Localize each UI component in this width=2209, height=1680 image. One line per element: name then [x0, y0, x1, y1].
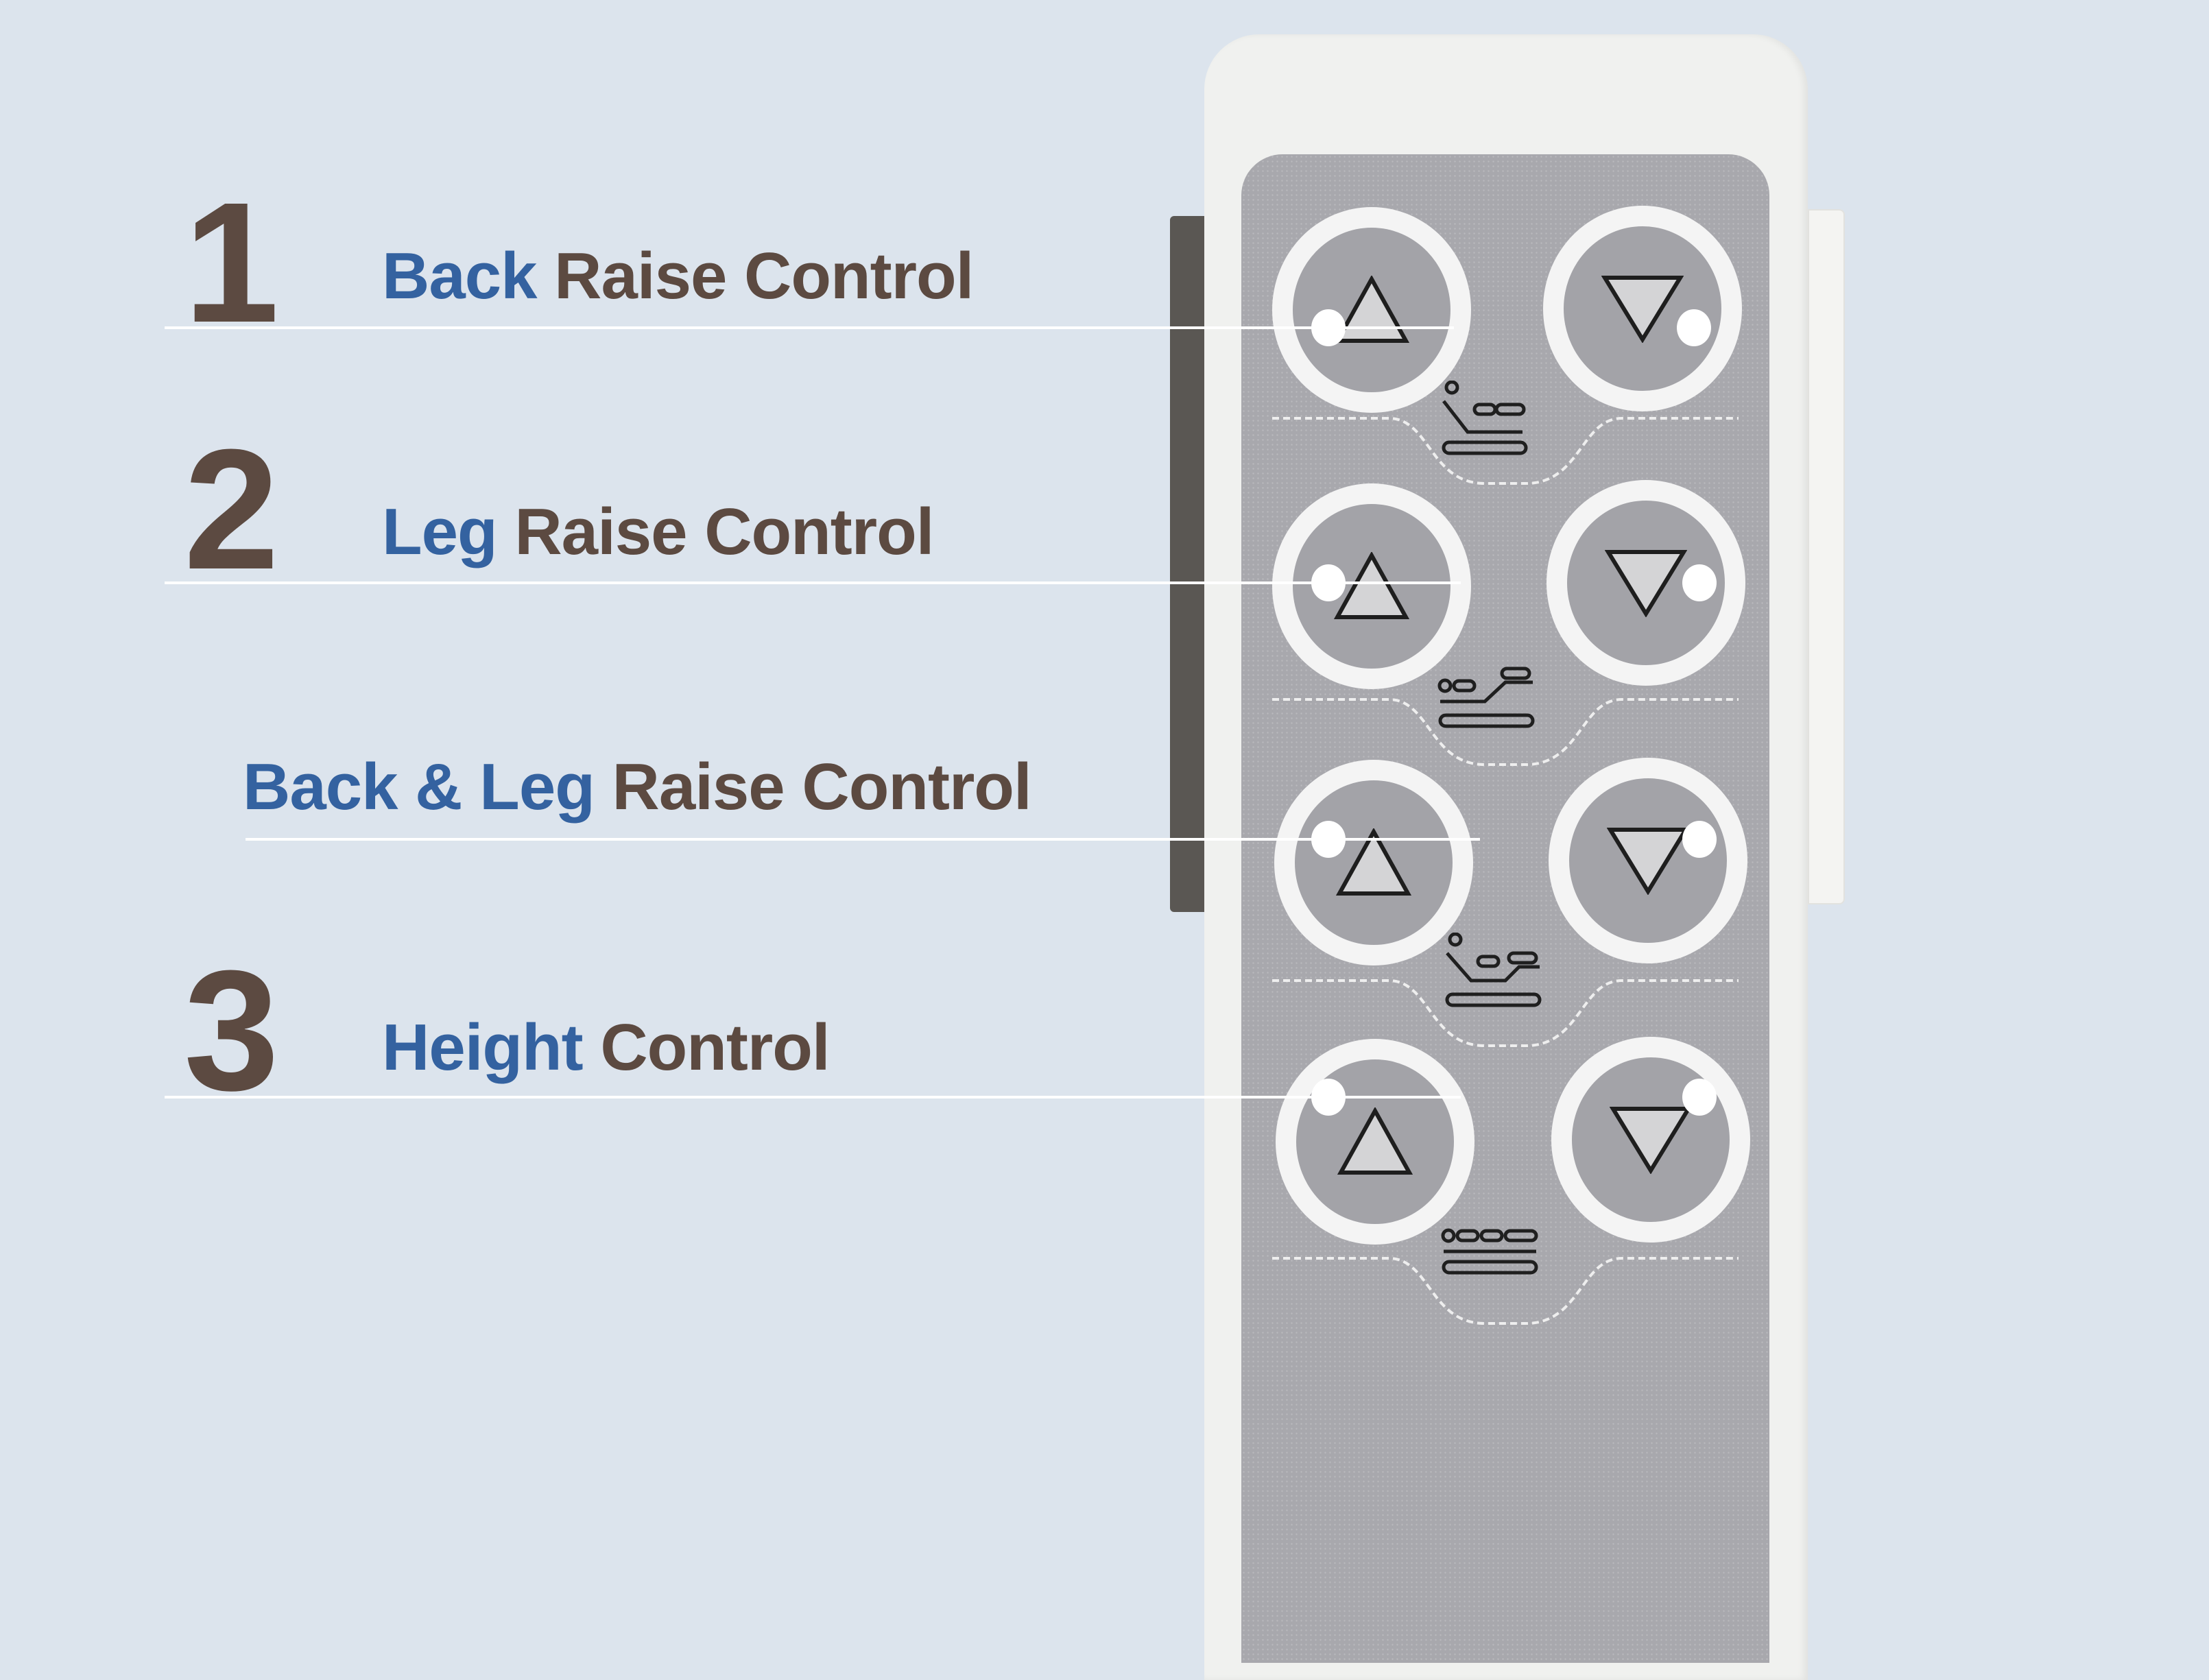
- label-back-raise-control: Back Raise Control: [382, 243, 974, 309]
- callout-number-1: 1: [184, 167, 279, 358]
- leg-raise-up-button[interactable]: [1272, 483, 1471, 689]
- leader-line-1: [165, 326, 1454, 329]
- height-up-button[interactable]: [1276, 1039, 1474, 1245]
- callout-dot: [1677, 309, 1711, 346]
- label-highlight: Back & Leg: [243, 750, 595, 824]
- leader-line-3: [246, 838, 1480, 841]
- up-arrow-icon: [1334, 552, 1409, 619]
- section-divider: [1272, 1257, 1739, 1325]
- callout-dot: [1682, 564, 1717, 601]
- down-arrow-icon: [1607, 828, 1689, 895]
- label-rest: Raise Control: [536, 239, 974, 313]
- up-arrow-icon: [1334, 276, 1409, 343]
- down-arrow-icon: [1610, 1107, 1692, 1174]
- callout-dot: [1311, 309, 1346, 346]
- label-rest: Raise Control: [594, 750, 1032, 824]
- callout-dot: [1311, 564, 1346, 601]
- label-rest: Raise Control: [497, 495, 934, 568]
- leader-line-2: [165, 581, 1461, 584]
- down-arrow-icon: [1605, 550, 1687, 617]
- callout-number-3: 3: [184, 935, 279, 1126]
- label-highlight: Back: [382, 239, 537, 313]
- down-arrow-icon: [1601, 276, 1684, 343]
- callout-dot: [1311, 1079, 1346, 1116]
- bed-back-raise-icon: [1442, 381, 1528, 455]
- label-highlight: Leg: [382, 495, 498, 568]
- up-arrow-icon: [1336, 828, 1411, 896]
- height-down-button[interactable]: [1551, 1037, 1750, 1243]
- back-raise-down-button[interactable]: [1543, 206, 1742, 411]
- section-divider: [1272, 417, 1739, 485]
- callout-dot: [1682, 821, 1717, 858]
- label-highlight: Height: [382, 1011, 584, 1084]
- up-arrow-icon: [1337, 1107, 1413, 1175]
- label-height-control: Height Control: [382, 1015, 831, 1081]
- bed-leg-raise-icon: [1437, 667, 1535, 728]
- section-divider: [1272, 698, 1739, 766]
- callout-dot: [1311, 821, 1346, 858]
- section-divider: [1272, 979, 1739, 1047]
- bed-back-leg-raise-icon: [1445, 933, 1542, 1007]
- callout-dot: [1682, 1079, 1717, 1116]
- remote-side-clip-left: [1170, 216, 1208, 912]
- callout-number-2: 2: [184, 413, 279, 605]
- label-rest: Control: [582, 1011, 830, 1084]
- bed-height-icon: [1441, 1228, 1538, 1275]
- back-leg-raise-down-button[interactable]: [1549, 758, 1747, 963]
- leader-line-4: [165, 1096, 1461, 1099]
- remote-side-clip-right: [1808, 209, 1845, 904]
- label-back-leg-raise-control: Back & Leg Raise Control: [243, 754, 1032, 820]
- label-leg-raise-control: Leg Raise Control: [382, 499, 934, 565]
